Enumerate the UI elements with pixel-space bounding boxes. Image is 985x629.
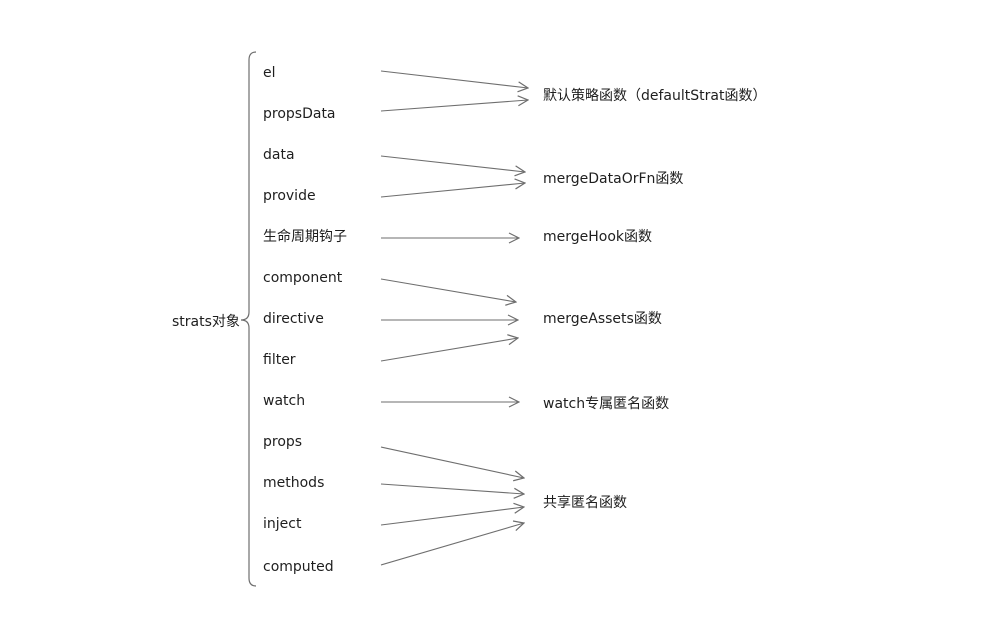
option-label-props: props — [263, 434, 302, 450]
option-label-lifecycle: 生命周期钩子 — [263, 228, 347, 245]
option-label-methods: methods — [263, 475, 324, 491]
arrow-computed-to-shared — [380, 523, 524, 566]
option-label-component: component — [263, 270, 343, 286]
arrow-methods-to-shared — [380, 483, 524, 494]
option-label-watch: watch — [263, 393, 305, 409]
option-label-el: el — [263, 65, 276, 81]
option-label-filter: filter — [263, 352, 296, 368]
option-label-data: data — [263, 147, 295, 163]
option-label-inject: inject — [263, 516, 302, 532]
target-label-mergeHook: mergeHook函数 — [543, 229, 652, 245]
arrow-inject-to-shared — [380, 507, 524, 526]
arrow-el-to-default — [380, 70, 528, 88]
target-label-mergeDataOrFn: mergeDataOrFn函数 — [543, 171, 683, 187]
arrow-filter-to-mergeAssets — [380, 338, 518, 362]
option-label-provide: provide — [263, 188, 316, 204]
option-label-propsData: propsData — [263, 106, 336, 122]
option-label-directive: directive — [263, 311, 324, 327]
arrow-props-to-shared — [380, 446, 524, 478]
arrow-propsData-to-default — [380, 100, 528, 112]
root-label: strats对象 — [172, 314, 240, 330]
target-label-default: 默认策略函数（defaultStrat函数） — [543, 87, 766, 104]
arrow-data-to-mergeDataOrFn — [380, 155, 525, 172]
option-labels: el propsData data provide 生命周期钩子 component dir… — [263, 65, 347, 575]
target-label-shared: 共享匿名函数 — [543, 494, 627, 511]
target-label-watchFn: watch专属匿名函数 — [543, 396, 669, 412]
arrow-component-to-mergeAssets — [380, 278, 516, 302]
target-labels: 默认策略函数（defaultStrat函数） mergeDataOrFn函数 mer… — [543, 87, 766, 511]
mapping-arrows — [380, 70, 528, 566]
options-brace — [240, 51, 257, 587]
target-label-mergeAssets: mergeAssets函数 — [543, 311, 662, 327]
arrow-provide-to-mergeDataOrFn — [380, 183, 525, 198]
option-label-computed: computed — [263, 559, 334, 575]
